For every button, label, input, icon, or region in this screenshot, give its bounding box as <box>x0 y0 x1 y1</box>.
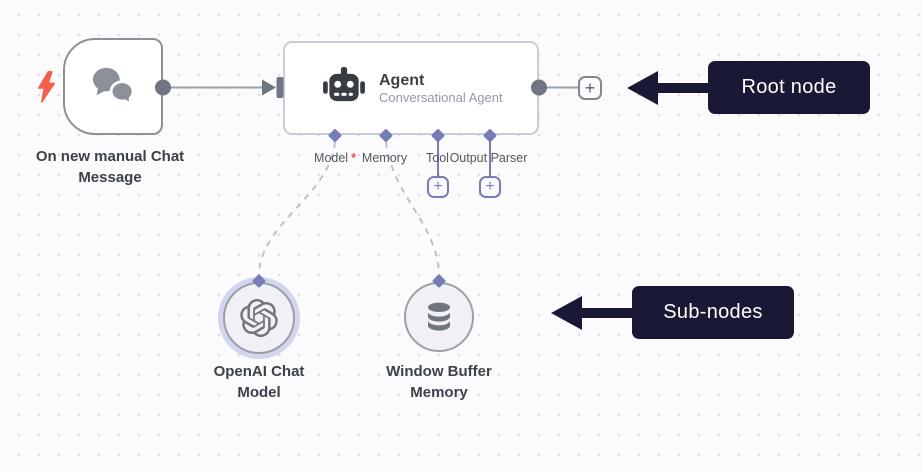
robot-ear-left <box>323 81 328 94</box>
add-tool-button[interactable]: + <box>427 176 449 198</box>
openai-logo-icon <box>240 299 278 337</box>
node-openai-chat-model[interactable] <box>223 282 295 354</box>
robot-icon <box>321 67 367 109</box>
port-model-required-mark: * <box>351 151 356 165</box>
node-window-buffer-memory[interactable] <box>404 282 474 352</box>
annotation-sub-nodes-box: Sub-nodes <box>632 286 794 339</box>
port-model-text: Model <box>314 151 349 165</box>
arrow-left-icon <box>627 70 658 105</box>
port-output-parser-text: Output Parser <box>449 151 528 165</box>
robot-ear-right <box>360 81 365 94</box>
database-icon <box>428 302 450 331</box>
add-node-button[interactable]: + <box>578 76 602 100</box>
robot-eye-left <box>334 80 342 88</box>
arrow-left-icon <box>551 295 582 330</box>
database-bottom <box>428 321 450 331</box>
port-tool-text: Tool <box>426 151 449 165</box>
agent-node-title: Agent <box>379 71 425 89</box>
annotation-sub-nodes: Sub-nodes <box>551 286 794 339</box>
node-label-window-buffer-memory: Window Buffer Memory <box>386 363 492 401</box>
lightning-bolt-shape <box>37 71 56 103</box>
database-mid <box>428 312 450 322</box>
lightning-icon <box>37 71 56 103</box>
node-label-trigger: On new manual Chat Message <box>35 148 185 186</box>
node-manual-chat-trigger[interactable] <box>63 38 163 135</box>
openai-logo-path <box>240 299 278 337</box>
chat-bubbles-icon <box>92 67 135 107</box>
port-model-label: Model* <box>314 151 356 165</box>
port-memory-text: Memory <box>361 151 408 165</box>
annotation-sub-nodes-label: Sub-nodes <box>663 301 763 323</box>
agent-node-subtitle: Conversational Agent <box>379 89 503 105</box>
annotation-arrow-shaft <box>658 82 708 93</box>
robot-mouth-1 <box>334 92 340 96</box>
annotation-root-node: Root node <box>627 61 870 114</box>
robot-mouth-2 <box>341 92 347 96</box>
database-top <box>428 302 450 312</box>
port-memory-label: Memory <box>362 151 410 165</box>
annotation-root-node-label: Root node <box>741 76 837 98</box>
robot-eye-right <box>346 80 354 88</box>
robot-mouth-3 <box>348 92 353 96</box>
annotation-arrow-shaft <box>582 307 632 318</box>
chat-bubble-front <box>109 79 135 107</box>
annotation-root-node-box: Root node <box>708 61 870 114</box>
edge-arrowhead <box>262 79 276 96</box>
node-label-openai: OpenAI Chat Model <box>213 363 305 401</box>
robot-head <box>329 73 359 102</box>
add-output-parser-button[interactable]: + <box>479 176 501 198</box>
port-output-parser-label: Output Parser <box>450 151 531 165</box>
node-agent[interactable]: Agent Conversational Agent <box>283 41 539 135</box>
port-tool-label: Tool <box>426 151 452 165</box>
